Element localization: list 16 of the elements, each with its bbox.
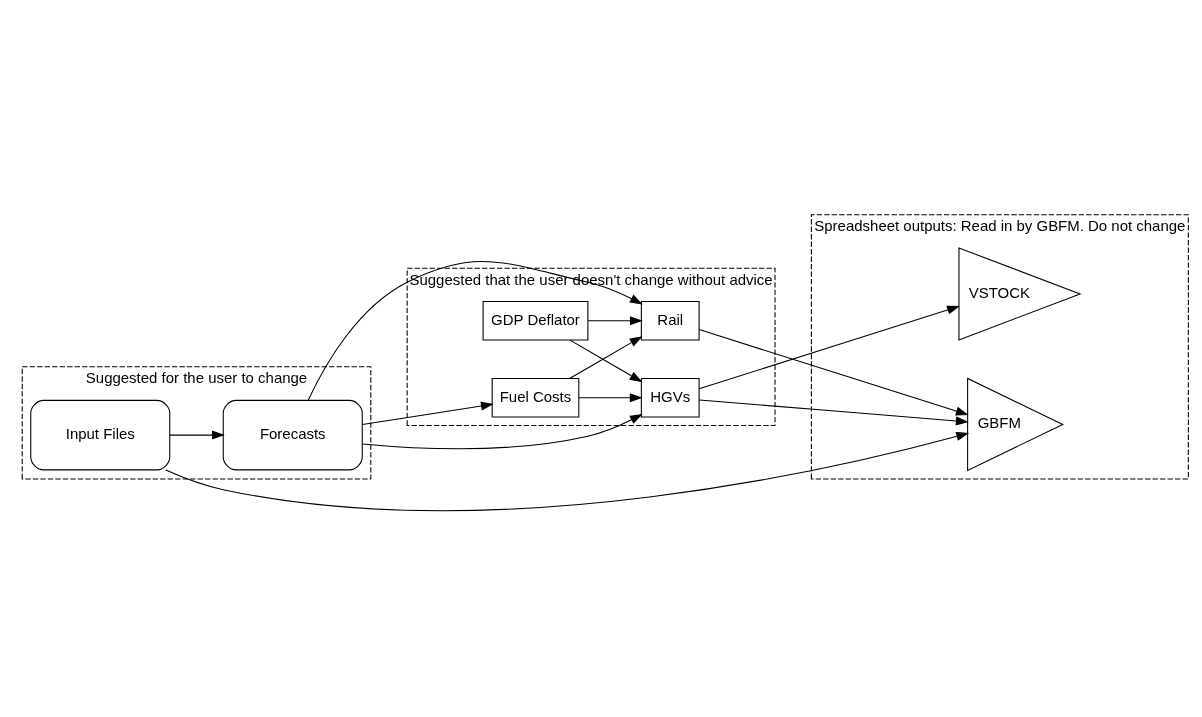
node-box: GDP Deflator xyxy=(482,300,589,341)
node-box: Forecasts xyxy=(222,399,363,471)
node-box: HGVs xyxy=(640,377,700,418)
arrow xyxy=(698,329,969,416)
arrow xyxy=(578,393,643,403)
node-box: Rail xyxy=(640,300,700,341)
arrow xyxy=(587,316,643,326)
arrow xyxy=(165,432,970,512)
node-box: Input Files xyxy=(30,399,171,471)
arrow xyxy=(169,430,225,440)
arrow xyxy=(361,413,643,450)
arrow xyxy=(307,260,643,401)
arrow xyxy=(698,399,969,426)
arrow xyxy=(698,305,960,390)
node-box: Fuel Costs xyxy=(491,377,580,418)
arrow xyxy=(361,401,494,425)
